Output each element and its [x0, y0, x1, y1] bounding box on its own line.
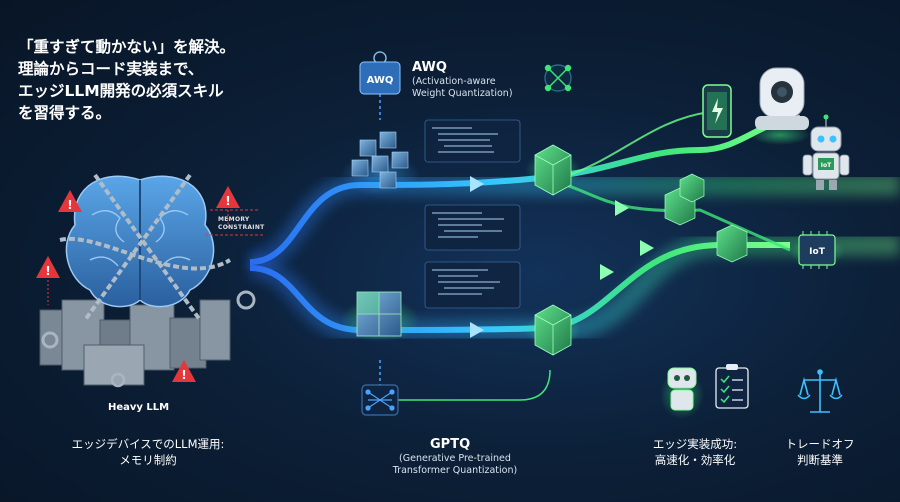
edge-success-caption-line-2: 高速化・効率化	[654, 453, 736, 467]
network-node-icon-top	[544, 64, 572, 92]
awq-subtitle: (Activation-aware Weight Quantization)	[412, 76, 513, 100]
svg-text:!: !	[181, 368, 186, 382]
tradeoff-caption: トレードオフ 判断基準	[770, 436, 870, 468]
heavy-llm-label: Heavy LLM	[108, 402, 170, 413]
awq-badge-text: AWQ	[367, 75, 394, 86]
headline-line-4: を習得する。	[18, 104, 112, 122]
robot-chest-label: IoT	[821, 162, 832, 169]
edge-module-cubes	[664, 173, 748, 263]
awq-badge: AWQ	[359, 51, 401, 95]
memory-constraint-gauge	[205, 209, 265, 236]
checklist-icon	[715, 364, 749, 409]
edge-success-caption: エッジ実装成功: 高速化・効率化	[640, 436, 750, 468]
memory-label-line-1: MEMORY	[218, 216, 250, 223]
gptq-subtitle-line-2: Transformer Quantization)	[392, 465, 518, 476]
smartphone-icon	[702, 84, 732, 138]
svg-text:!: !	[67, 198, 72, 212]
balance-scale-icon	[797, 369, 843, 413]
edge-llm-caption-line-1: エッジデバイスでのLLM運用:	[71, 437, 225, 451]
gptq-subtitle: (Generative Pre-trained Transformer Quan…	[380, 453, 530, 477]
block-cluster-bottom	[340, 291, 420, 342]
headline-line-3: エッジLLM開発の必須スキル	[18, 82, 224, 100]
iot-chip-label: IoT	[809, 247, 826, 257]
memory-label-line-2: CONSTRAINT	[218, 224, 265, 231]
svg-text:!: !	[225, 194, 230, 208]
edge-llm-caption-line-2: メモリ制約	[119, 453, 177, 467]
awq-subtitle-line-2: Weight Quantization)	[412, 88, 513, 99]
heavy-llm-illustration	[39, 173, 256, 388]
headline: 「重すぎて動かない」を解決。 理論からコード実装まで、 エッジLLM開発の必須ス…	[18, 36, 318, 124]
code-panels	[424, 119, 521, 309]
quantized-cube-awq	[525, 144, 581, 196]
robot-icon: IoT	[802, 114, 850, 190]
awq-title: AWQ	[412, 60, 447, 75]
warning-icons: ! ! ! !	[36, 186, 240, 382]
gptq-title: GPTQ	[430, 437, 471, 452]
success-robot-icon	[660, 367, 704, 419]
gptq-subtitle-line-1: (Generative Pre-trained	[399, 453, 511, 464]
memory-constraint-label: MEMORY CONSTRAINT	[218, 216, 265, 232]
tradeoff-caption-line-1: トレードオフ	[785, 437, 855, 451]
edge-success-caption-line-1: エッジ実装成功:	[652, 437, 738, 451]
block-cluster-top	[340, 131, 420, 195]
iot-chip-icon: IoT	[789, 231, 845, 269]
edge-llm-caption: エッジデバイスでのLLM運用: メモリ制約	[48, 436, 248, 468]
tradeoff-caption-line-2: 判断基準	[797, 453, 843, 467]
quantized-cube-gptq	[525, 304, 581, 356]
network-node-icon-bottom	[361, 384, 399, 416]
headline-line-1: 「重すぎて動かない」を解決。	[18, 38, 236, 56]
headline-line-2: 理論からコード実装まで、	[18, 60, 204, 78]
svg-text:!: !	[45, 264, 50, 278]
awq-subtitle-line-1: (Activation-aware	[412, 76, 496, 87]
security-camera-icon	[750, 67, 810, 145]
